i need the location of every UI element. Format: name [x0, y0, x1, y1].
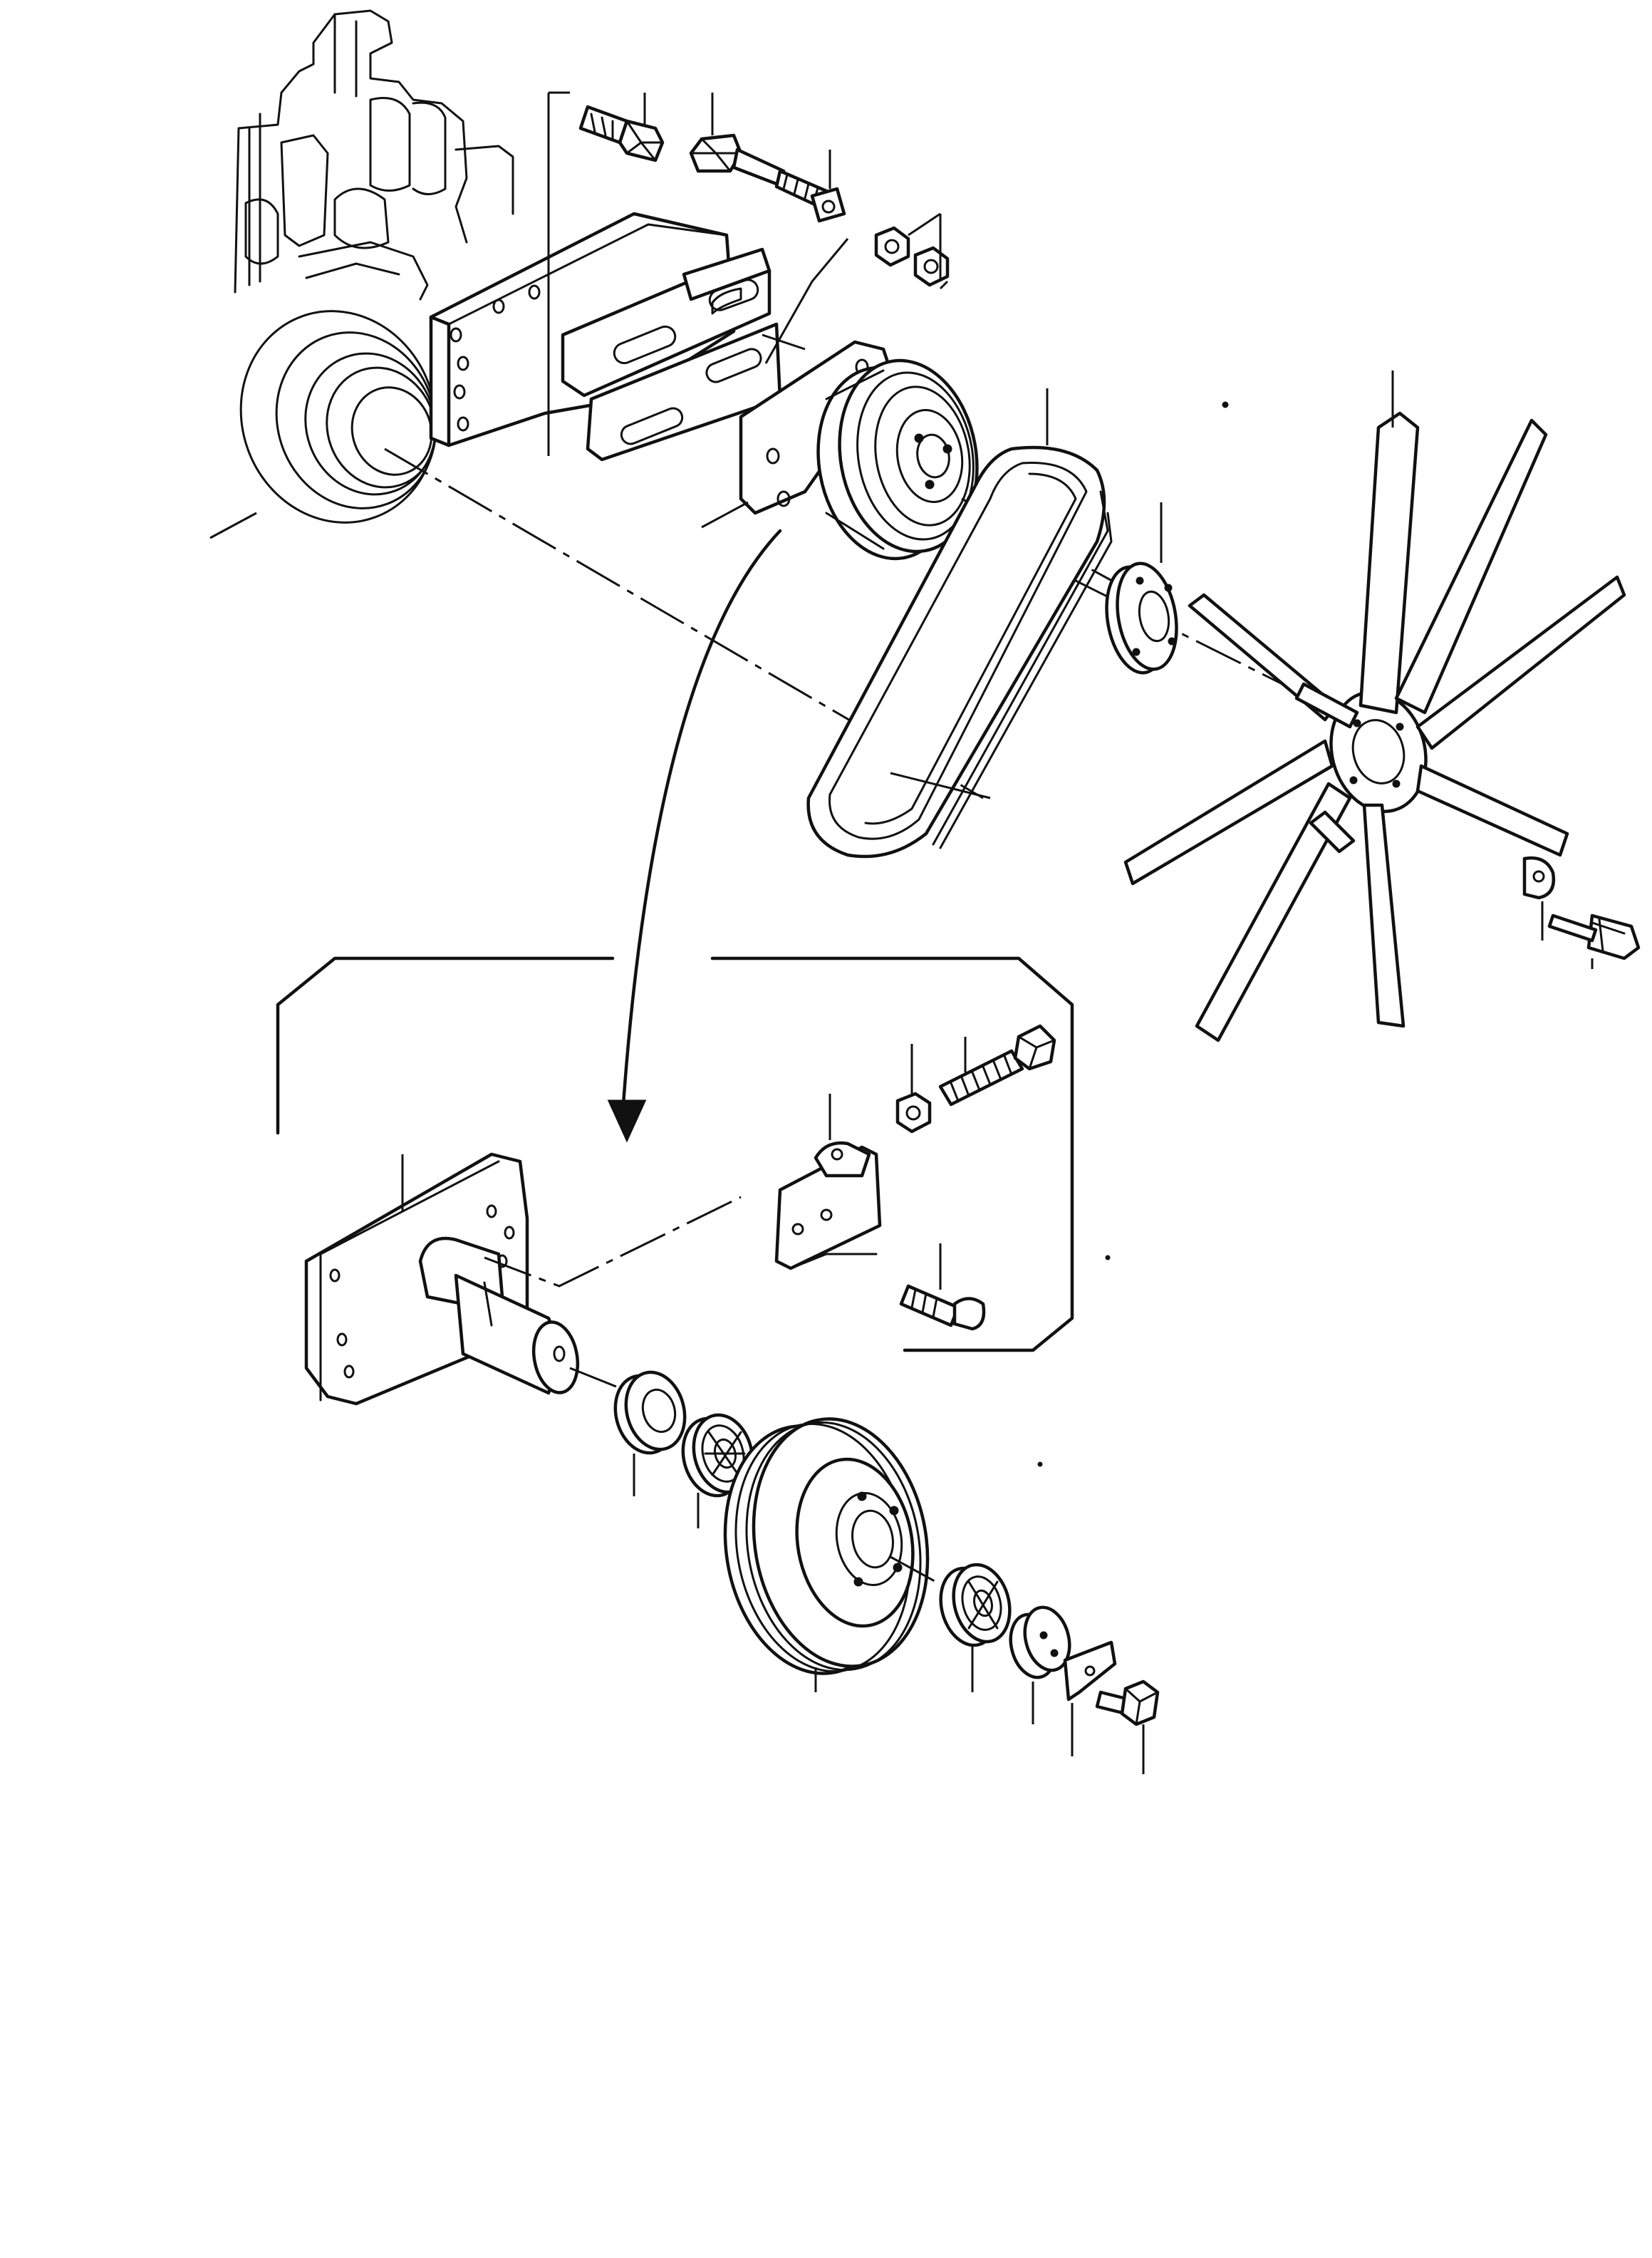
cooling-fan [1123, 371, 1626, 1042]
hex-nut-upper-1 [874, 212, 941, 267]
adjuster-bracket [774, 1094, 882, 1270]
lock-plate [1063, 1640, 1117, 1756]
end-bolt [1095, 1679, 1160, 1774]
fan-spacer [1105, 502, 1178, 675]
bearing-outer [939, 1563, 1012, 1692]
bracket-bolt-holes [450, 284, 541, 432]
detail-bolt [899, 1243, 986, 1331]
hex-bolt-top-left [578, 93, 665, 162]
adjuster-bolt [938, 1024, 1056, 1107]
detail-arrow [607, 529, 782, 1143]
crankshaft-pulley [209, 310, 437, 539]
idler-pulley-lower [723, 1417, 930, 1692]
engine-block [234, 9, 514, 301]
square-washer [810, 150, 846, 223]
mounting-bracket [429, 91, 806, 462]
hex-nut-upper-2 [913, 214, 950, 290]
adjuster-nut [895, 1044, 932, 1134]
hex-bolt-top-long [689, 93, 828, 209]
fan-clip [1522, 856, 1556, 941]
drive-belt [806, 388, 1113, 859]
retainer-cap [1009, 1605, 1071, 1724]
fan-bolt [1547, 913, 1641, 969]
detail-frame [276, 956, 1074, 1352]
seal-ring [613, 1370, 687, 1496]
idler-shaft [418, 1236, 580, 1395]
idler-pulley-upper [816, 358, 979, 561]
